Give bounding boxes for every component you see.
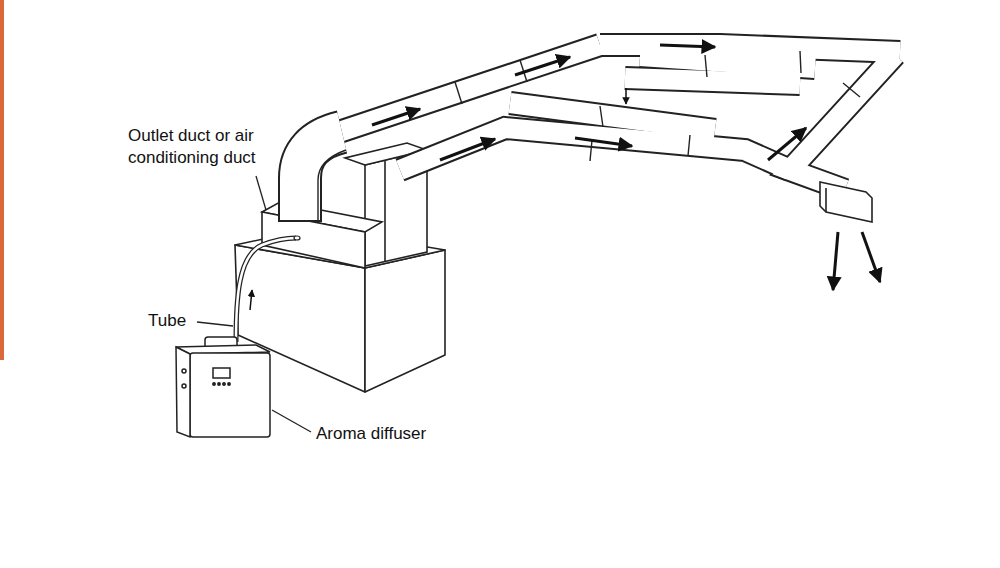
elbow-duct: [300, 132, 346, 222]
duct-outlet: [820, 182, 872, 222]
duct-runs: [330, 45, 900, 190]
leader-lines: [197, 176, 311, 432]
duct-joints: [455, 51, 860, 161]
airflow-arrows: [250, 45, 880, 310]
part-label: Outlet duct or air conditioning duct: [128, 125, 278, 169]
part-label: Aroma diffuser: [316, 423, 426, 445]
duct-runs-fill: [330, 45, 900, 190]
edge-strip: [0, 0, 4, 360]
part-label: Tube: [148, 310, 186, 332]
aroma-diffuser: [176, 337, 270, 437]
tube: [236, 236, 300, 342]
